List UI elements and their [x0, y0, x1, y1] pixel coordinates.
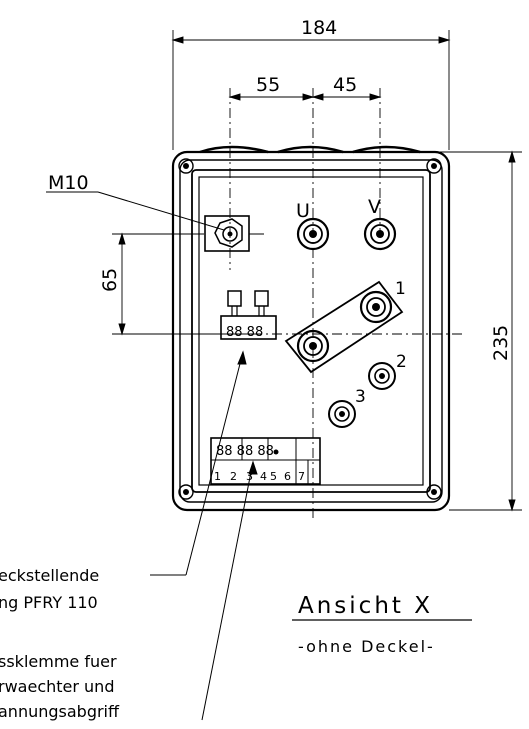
dimension-offsets [228, 93, 382, 101]
terminal-u-label: U [296, 200, 310, 222]
terminal-strip: 88 88 88 [210, 437, 321, 485]
terminal-2-label: 2 [396, 352, 407, 372]
dimension-height-label: 235 [490, 325, 512, 361]
strip-number-6: 6 [284, 470, 291, 483]
callout-terminal-line-1: ssklemme fuer [0, 652, 117, 671]
terminal-1-label: 1 [395, 279, 406, 299]
dimension-width-label: 184 [301, 17, 337, 39]
terminal-v [363, 217, 397, 251]
callout-plug-line-2: ng PFRY 110 [0, 593, 98, 612]
callout-plug-line-1: eckstellende [0, 566, 99, 585]
terminal-u [296, 217, 330, 251]
terminal-strip-numbers: 1 2 3 4 5 6 7 [214, 470, 305, 483]
strip-number-2: 2 [230, 470, 237, 483]
view-title: Ansicht X [298, 593, 433, 619]
housing-outer [171, 150, 451, 512]
plug-connector: 88 88 [220, 290, 277, 340]
view-subtitle: -ohne Deckel- [298, 637, 435, 656]
strip-number-5: 5 [270, 470, 277, 483]
dimension-height [436, 150, 522, 512]
strip-number-1: 1 [214, 470, 221, 483]
strip-number-4: 4 [260, 470, 267, 483]
terminal-2 [368, 362, 396, 390]
strip-number-7: 7 [298, 470, 305, 483]
terminal-v-label: V [368, 196, 381, 218]
dimension-vertical-offset-label: 65 [99, 268, 121, 292]
callout-leaders [150, 350, 258, 721]
svg-text:88 88: 88 88 [226, 325, 263, 340]
strip-number-3: 3 [246, 470, 253, 483]
terminal-3-label: 3 [355, 387, 366, 407]
svg-text:88 88 88: 88 88 88 [216, 444, 274, 459]
housing-cavity [198, 176, 424, 486]
dimension-vertical-offset [112, 232, 252, 336]
dimension-left-offset-label: 55 [256, 74, 280, 96]
m10-leader [46, 191, 225, 231]
busbar [284, 280, 404, 374]
dimension-width [171, 30, 451, 150]
housing-inner [191, 169, 431, 493]
corner-screws [178, 158, 442, 500]
callout-terminal-line-2: rwaechter und [0, 677, 114, 696]
terminal-3 [328, 400, 356, 428]
callout-terminal-line-3: annungsabgriff [0, 702, 120, 721]
m10-bolt [204, 215, 264, 252]
m10-label: M10 [48, 172, 89, 194]
centerlines [229, 88, 462, 522]
dimension-right-offset-label: 45 [333, 74, 357, 96]
cable-glands [199, 145, 421, 154]
housing-flange [179, 159, 443, 503]
